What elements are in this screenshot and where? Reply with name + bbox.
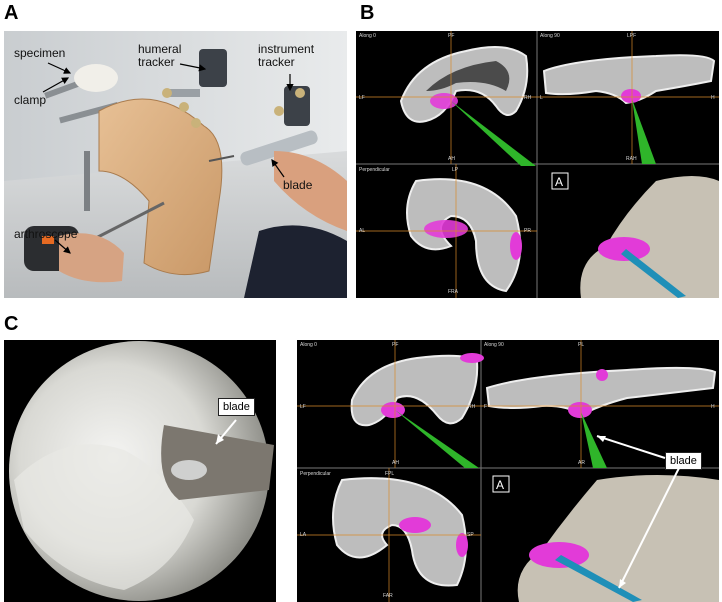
panel-letter-c: C <box>4 313 19 335</box>
c-q2-left: F <box>484 404 488 410</box>
c-q3-right: SP <box>467 532 474 538</box>
svg-text:A: A <box>555 175 563 189</box>
svg-text:A: A <box>496 478 504 492</box>
b-q2-bottom: RAH <box>626 156 637 162</box>
c-q3-title: Perpendicular <box>300 471 331 477</box>
c-q1-title: Along 0 <box>300 342 317 348</box>
b-q1-right: RH <box>524 95 532 101</box>
c-q1-right: RH <box>468 404 476 410</box>
b-q3-bottom: FRA <box>448 289 458 295</box>
b-q3-title: Perpendicular <box>359 167 390 173</box>
label-specimen: specimen <box>14 46 66 60</box>
panel-letter-a: A <box>4 2 19 24</box>
c-q2-title: Along 90 <box>484 342 504 348</box>
c-q2-top: PL <box>578 342 585 348</box>
panel-c-scope-view: blade <box>4 340 276 602</box>
b-q3-top: LP <box>452 167 459 173</box>
panel-b-ct-grid: A Along 0 PF LF RH AH Along 90 LPF L H R… <box>356 31 719 298</box>
c-q3-left: LA <box>300 532 307 538</box>
c-q2-bottom: AR <box>578 460 585 466</box>
b-q3-left: AL <box>359 228 366 234</box>
callout-blade-ct: blade <box>665 452 702 470</box>
panel-letter-b: B <box>360 2 375 24</box>
b-q2-top: LPF <box>627 33 637 39</box>
label-blade-a: blade <box>283 178 313 192</box>
label-instrument-tracker: instrument tracker <box>258 42 315 69</box>
c-q1-bottom: AH <box>392 460 399 466</box>
b-q1-top: PF <box>448 33 455 39</box>
b-q2-right: H <box>711 95 715 101</box>
c-q3-top: FPL <box>385 471 395 477</box>
label-clamp: clamp <box>14 93 47 107</box>
b-q1-title: Along 0 <box>359 33 376 39</box>
panel-a-photo <box>4 31 347 298</box>
b-q1-bottom: AH <box>448 156 455 162</box>
label-arthroscope: arthroscope <box>14 227 78 241</box>
c-q1-left: LF <box>300 404 306 410</box>
b-q2-left: L <box>540 95 543 101</box>
b-q2-title: Along 90 <box>540 33 560 39</box>
c-q1-top: PF <box>392 342 399 348</box>
b-q3-right: PR <box>524 228 531 234</box>
callout-blade-scope: blade <box>218 398 255 416</box>
c-q3-bottom: FAR <box>383 593 393 599</box>
b-q1-left: LF <box>359 95 365 101</box>
panel-c-ct-grid: A Along 0 PF LF RH AH Along 90 PL F H AR… <box>297 340 719 602</box>
c-q2-right: H <box>711 404 715 410</box>
label-humeral-tracker: humeral tracker <box>138 42 182 69</box>
